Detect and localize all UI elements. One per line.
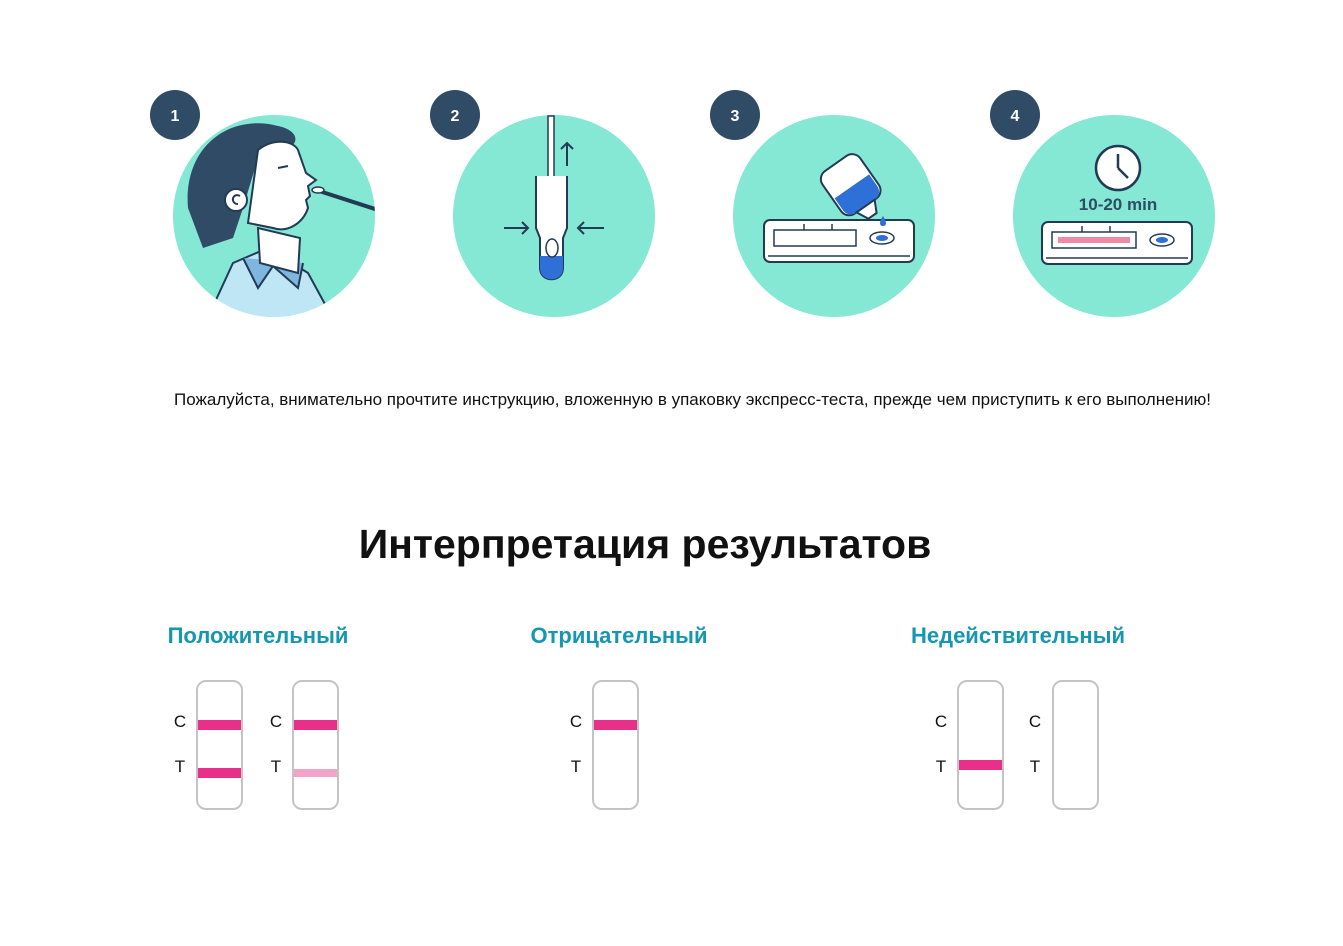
nasal-swab-icon: 1 — [150, 90, 375, 317]
instruction-text: Пожалуйста, внимательно прочтите инструк… — [174, 390, 1211, 409]
extraction-tube-icon: 2 — [430, 90, 655, 317]
strip-c-label: C — [1028, 712, 1042, 731]
step-1: 1 — [148, 88, 388, 328]
strip-c-label: C — [269, 712, 283, 731]
test-line — [198, 768, 241, 778]
test-strip-invalid-1 — [957, 680, 1004, 810]
strip-c-label: C — [173, 712, 187, 731]
step-4: 10-20 min 4 — [988, 88, 1228, 328]
invalid-heading: Недействительный — [910, 623, 1126, 648]
dropper-cassette-icon: 3 — [710, 90, 935, 317]
strip-c-label: C — [569, 712, 583, 731]
positive-heading: Положительный — [167, 623, 349, 648]
step-number-2: 2 — [451, 108, 460, 125]
strip-t-label: T — [270, 757, 282, 776]
step-2: 2 — [428, 88, 668, 328]
control-line — [594, 720, 637, 730]
control-line — [294, 720, 337, 730]
results-title: Интерпретация результатов — [358, 521, 932, 567]
test-strip-invalid-2 — [1052, 680, 1099, 810]
step-number-1: 1 — [171, 108, 180, 125]
timer-caption: 10-20 min — [1079, 195, 1157, 214]
strip-t-label: T — [1029, 757, 1041, 776]
control-line — [198, 720, 241, 730]
test-line-faint — [294, 769, 337, 777]
step-number-4: 4 — [1011, 108, 1020, 125]
strip-t-label: T — [174, 757, 186, 776]
strip-c-label: C — [934, 712, 948, 731]
strip-t-label: T — [935, 757, 947, 776]
step-3: 3 — [708, 88, 948, 328]
strip-t-label: T — [570, 757, 582, 776]
test-strip-positive-1 — [196, 680, 243, 810]
timer-cassette-icon: 10-20 min 4 — [990, 90, 1215, 317]
negative-heading: Отрицательный — [530, 623, 708, 648]
test-strip-positive-2 — [292, 680, 339, 810]
test-strip-negative — [592, 680, 639, 810]
test-line — [959, 760, 1002, 770]
clock-icon — [1094, 144, 1142, 192]
step-number-3: 3 — [731, 108, 740, 125]
